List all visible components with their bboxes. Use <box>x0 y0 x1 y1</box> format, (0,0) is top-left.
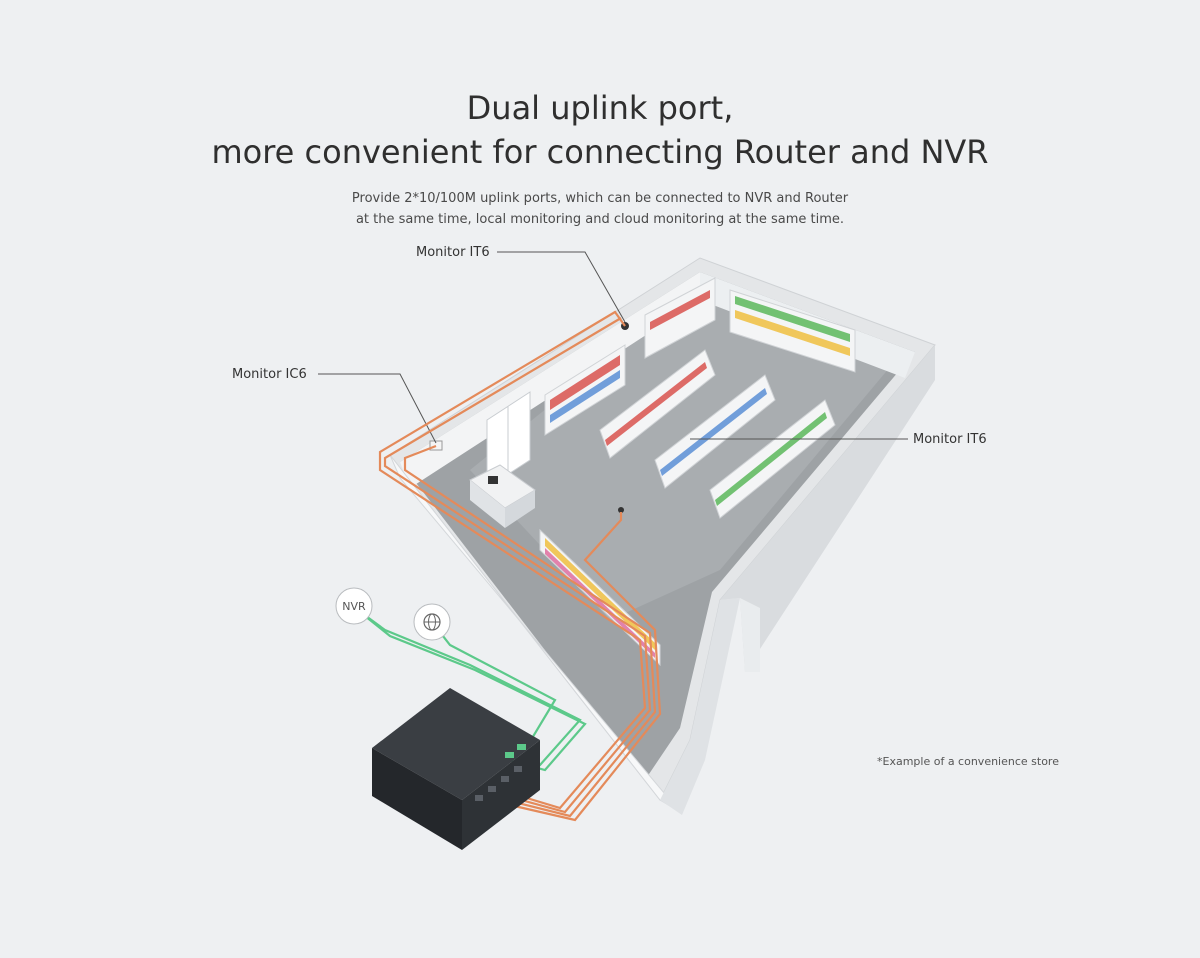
cashier-counter <box>469 464 536 528</box>
page-subtitle: Provide 2*10/100M uplink ports, which ca… <box>0 188 1200 230</box>
store-windows <box>486 391 531 489</box>
globe-icon <box>413 603 451 641</box>
callout-lines <box>318 251 908 444</box>
monitor-top-label: Monitor IT6 <box>416 245 490 260</box>
footnote: *Example of a convenience store <box>877 755 1059 768</box>
poe-switch <box>372 688 540 850</box>
title-line-2: more convenient for connecting Router an… <box>211 133 989 171</box>
subtitle-line-1: Provide 2*10/100M uplink ports, which ca… <box>351 191 849 206</box>
monitor-left-label: Monitor IC6 <box>232 367 307 382</box>
nvr-label: NVR <box>342 600 366 613</box>
monitor-right-label: Monitor IT6 <box>913 432 987 447</box>
poe-cables <box>378 310 662 822</box>
title-line-1: Dual uplink port, <box>466 89 734 127</box>
store-shelves <box>539 277 856 667</box>
subtitle-line-2: at the same time, local monitoring and c… <box>355 212 845 227</box>
nvr-node: NVR <box>335 587 373 625</box>
page-title: Dual uplink port, more convenient for co… <box>0 86 1200 174</box>
